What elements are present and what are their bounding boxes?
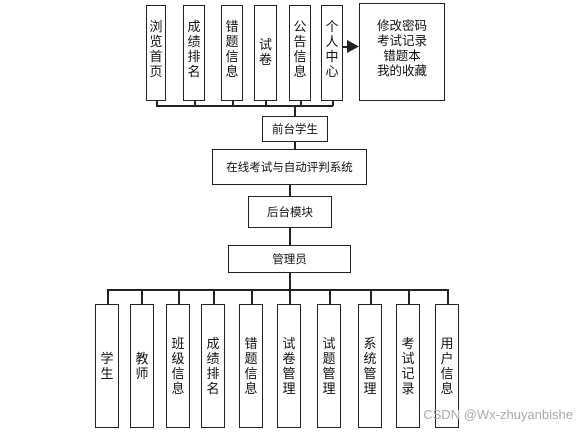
bottom-box-paper-management: 试 卷 管 理 [277, 304, 301, 428]
connector [332, 101, 334, 106]
frontend-students-box: 前台学生 [262, 116, 328, 142]
system-box: 在线考试与自动评判系统 [212, 149, 367, 185]
personal-center-items: 修改密码 考试记录 错题本 我的收藏 [376, 18, 427, 78]
bottom-box-exam-records: 考 试 记 录 [396, 304, 420, 428]
connector [289, 273, 291, 289]
connector [370, 289, 372, 305]
arrow-head-icon [347, 40, 359, 53]
top-box-personal-center: 个 人 中 心 [321, 5, 343, 101]
csdn-watermark: CSDN @Wx-zhuyanbishe [423, 407, 573, 422]
bottom-box-teachers: 教 师 [130, 304, 154, 428]
bottom-bus-line [107, 289, 448, 291]
top-box-label: 公 告 信 息 [293, 20, 307, 80]
connector [156, 101, 158, 106]
bottom-box-students: 学 生 [95, 304, 119, 428]
bottom-box-label: 试 题 管 理 [322, 337, 336, 397]
connector [265, 101, 267, 106]
backend-module-box: 后台模块 [248, 196, 332, 228]
top-box-label: 试 卷 [258, 38, 272, 68]
top-box-browse-home: 浏 览 首 页 [146, 5, 166, 101]
connector [289, 289, 291, 305]
top-box-score-ranking: 成 绩 排 名 [183, 5, 205, 101]
top-box-wrong-questions: 错 题 信 息 [221, 5, 243, 101]
connector [447, 289, 449, 305]
top-box-label: 成 绩 排 名 [187, 20, 201, 80]
connector [251, 289, 253, 305]
connector [141, 289, 143, 305]
personal-center-items-box: 修改密码 考试记录 错题本 我的收藏 [359, 3, 445, 101]
bottom-box-label: 试 卷 管 理 [282, 337, 296, 397]
bottom-box-system-management: 系 统 管 理 [358, 304, 382, 428]
connector [232, 101, 234, 106]
bottom-box-label: 成 绩 排 名 [206, 337, 220, 397]
bottom-box-label: 考 试 记 录 [401, 337, 415, 397]
connector [289, 228, 291, 246]
admin-label: 管理员 [272, 252, 307, 266]
bottom-box-score-ranking: 成 绩 排 名 [201, 304, 225, 428]
top-box-label: 浏 览 首 页 [149, 20, 163, 80]
bottom-box-label: 错 题 信 息 [244, 337, 258, 397]
bottom-box-wrong-questions: 错 题 信 息 [239, 304, 263, 428]
frontend-students-label: 前台学生 [272, 122, 318, 136]
system-label: 在线考试与自动评判系统 [226, 160, 353, 174]
arrow-line [343, 46, 349, 48]
bottom-box-label: 用 户 信 息 [440, 337, 454, 397]
top-bus-line [156, 105, 333, 107]
bottom-box-class-info: 班 级 信 息 [166, 304, 190, 428]
connector [294, 142, 296, 150]
connector [194, 101, 196, 106]
bottom-box-label: 学 生 [100, 352, 114, 382]
connector [289, 185, 291, 197]
admin-box: 管理员 [228, 245, 351, 273]
connector [213, 289, 215, 305]
connector [294, 105, 296, 117]
top-box-label: 错 题 信 息 [225, 20, 239, 80]
connector [329, 289, 331, 305]
connector [300, 101, 302, 106]
top-box-label: 个 人 中 心 [325, 20, 339, 80]
connector [408, 289, 410, 305]
bottom-box-label: 班 级 信 息 [171, 337, 185, 397]
bottom-box-label: 教 师 [135, 352, 149, 382]
bottom-box-label: 系 统 管 理 [363, 337, 377, 397]
backend-module-label: 后台模块 [267, 205, 313, 219]
top-box-exam-paper: 试 卷 [254, 5, 277, 101]
connector [107, 289, 109, 305]
connector [178, 289, 180, 305]
bottom-box-question-management: 试 题 管 理 [317, 304, 341, 428]
bottom-box-user-info: 用 户 信 息 [435, 304, 459, 428]
top-box-announcements: 公 告 信 息 [289, 5, 311, 101]
